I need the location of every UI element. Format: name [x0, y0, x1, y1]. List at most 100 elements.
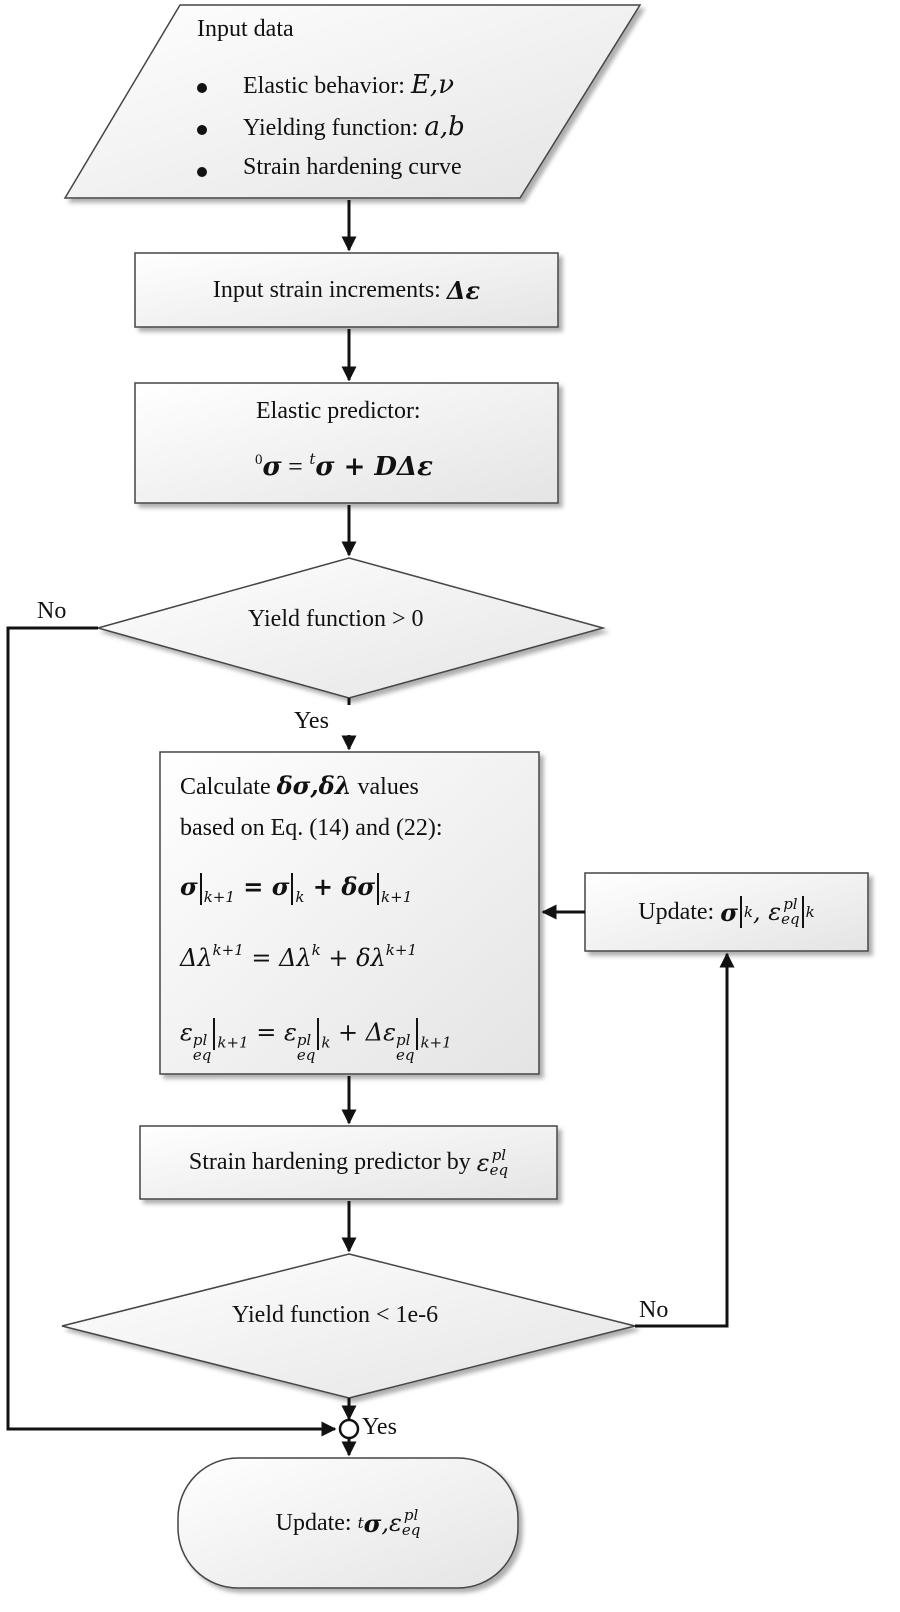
decision1-yes-label: Yes: [294, 708, 329, 734]
eq3-sup-2: pl: [296, 1030, 312, 1049]
eq-sigma-t: σ: [315, 452, 335, 482]
eq1-sigma-k: = σ: [234, 872, 290, 901]
decision1-no-label: No: [37, 598, 67, 624]
eq1-sigma: σ: [180, 872, 198, 901]
eq-rest: + DΔε: [334, 452, 433, 482]
arrow-no-bypass: [6, 626, 337, 1437]
update-sigma: σ: [720, 897, 738, 927]
eq3-sup-1: pl: [192, 1030, 208, 1049]
strain-increment-symbol: Δε: [446, 275, 481, 305]
eq-equals: =: [281, 452, 310, 481]
calc-text-a: Calculate: [180, 774, 277, 800]
update-epsilon: ε: [768, 898, 782, 926]
final-epsilon: ε: [388, 1509, 402, 1537]
bullet-1: [197, 83, 207, 93]
hardening-predictor-shape: [139, 1125, 558, 1200]
bullet-3: [197, 167, 207, 177]
calc-eq-sigma: σ k+1 = σ k + δσ k+1: [180, 872, 412, 905]
eq3-bar-3: [416, 1018, 419, 1050]
hardening-sub-eq: eq: [489, 1160, 509, 1179]
final-sup-pl: pl: [403, 1506, 419, 1524]
calc-symbols: δσ,δλ: [276, 771, 352, 800]
update-sup-pl: pl: [783, 895, 798, 913]
input-bullet-hardening: Strain hardening curve: [243, 154, 462, 181]
calculate-shape: [159, 751, 540, 1075]
final-sigma: σ: [363, 1508, 382, 1538]
input-data-title: Input data: [197, 16, 294, 42]
final-update-label: Update:: [275, 1509, 352, 1536]
eq3-idx-2: k: [321, 1033, 331, 1052]
elastic-predictor-label: Elastic predictor:: [256, 398, 421, 424]
elastic-predictor-equation: 0σ = tσ + DΔε: [255, 450, 433, 483]
eq1-dsigma: + δσ: [304, 872, 376, 901]
elastic-behavior-symbol: E,ν: [410, 70, 455, 100]
yielding-function-label: Yielding function:: [243, 115, 419, 141]
decision2-yes-label: Yes: [362, 1414, 397, 1440]
eq3-sub-1: eq: [192, 1045, 212, 1064]
eq2-dlambda: Δλ: [180, 944, 213, 972]
eq-superscript-t: t: [309, 450, 316, 468]
eq3-sub-3: eq: [395, 1045, 415, 1064]
calc-line-2: based on Eq. (14) and (22):: [180, 815, 443, 841]
strain-hardening-curve-label: Strain hardening curve: [243, 154, 462, 180]
strain-increment-box: Input strain increments: Δε: [135, 253, 558, 327]
update-sub-eq: eq: [781, 910, 800, 928]
final-comma: ,: [381, 1509, 389, 1537]
arrow-no-loop: [635, 952, 735, 1328]
eq2-sup-3: k+1: [385, 941, 417, 959]
eq1-sub-3: k+1: [381, 888, 413, 906]
calc-text-b: values: [351, 774, 419, 800]
strain-increment-label: Input strain increments:: [212, 276, 441, 303]
yielding-function-symbol: a,b: [424, 112, 465, 142]
hardening-sup-pl: pl: [491, 1145, 507, 1164]
elastic-behavior-label: Elastic behavior:: [243, 73, 405, 99]
final-sub-eq: eq: [401, 1521, 421, 1539]
strain-increment-shape: [134, 252, 559, 328]
eq2-sup-1: k+1: [212, 941, 244, 959]
eq3-delta-eps: + Δε: [330, 1018, 396, 1047]
eq3-eps-k: = ε: [248, 1018, 297, 1047]
eq3-idx-3: k+1: [420, 1033, 452, 1052]
eq2-sup-2: k: [311, 941, 321, 959]
eq2-delta-lambda: + δλ: [320, 944, 386, 972]
eq3-sup-3: pl: [395, 1030, 411, 1049]
eq3-bar-1: [213, 1018, 216, 1050]
calc-line-1: Calculate δσ,δλ values: [180, 771, 419, 801]
eq3-bar-2: [317, 1018, 320, 1050]
eq1-bar-1: [199, 872, 202, 905]
eq3-eps: ε: [180, 1018, 193, 1047]
eq3-sub-2: eq: [296, 1045, 316, 1064]
update-state-shape: [584, 872, 869, 952]
input-data-shape: [63, 4, 642, 199]
eq-sigma: σ: [262, 452, 282, 482]
eq1-bar-2: [291, 872, 294, 905]
eq2-dlambda-k: = Δλ: [243, 944, 312, 972]
decision-yield-positive-label: Yield function > 0: [248, 606, 424, 632]
final-update-shape: [177, 1457, 519, 1589]
update-state-label: Update:: [638, 898, 715, 925]
hardening-label: Strain hardening predictor by: [188, 1149, 471, 1175]
eq1-bar-3: [377, 872, 380, 905]
decision-convergence-label: Yield function < 1e-6: [232, 1302, 439, 1328]
merge-junction: [338, 1418, 360, 1440]
update-bar-1: [739, 896, 742, 928]
update-bar-2: [801, 896, 804, 928]
hardening-epsilon: ε: [476, 1148, 490, 1177]
input-bullet-yield: Yielding function: a,b: [243, 112, 465, 142]
eq1-sub-1: k+1: [203, 888, 235, 906]
input-bullet-elastic: Elastic behavior: E,ν: [243, 70, 454, 100]
decision2-no-label: No: [639, 1297, 669, 1323]
eq1-sub-2: k: [295, 888, 305, 906]
bullet-2: [197, 125, 207, 135]
elastic-predictor-shape: [134, 382, 559, 504]
